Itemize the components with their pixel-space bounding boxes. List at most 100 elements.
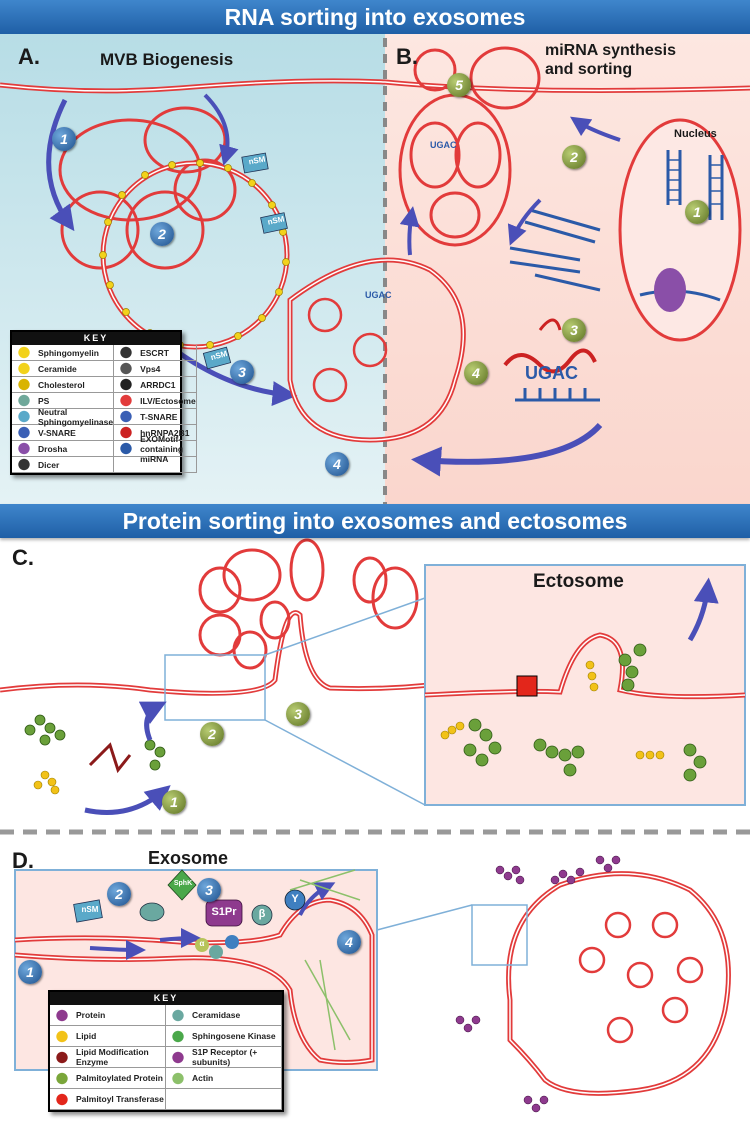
key-a-label: Neutral Sphingomyelinase xyxy=(38,406,114,427)
key-a-header: KEY xyxy=(12,332,180,345)
key-a-label: ARRDC1 xyxy=(140,379,176,390)
step-b-3: 3 xyxy=(562,318,586,342)
step-b-1: 1 xyxy=(685,200,709,224)
palmitoylated-icon xyxy=(52,1071,72,1085)
nsm-tags xyxy=(202,152,288,370)
step-b-4: 4 xyxy=(464,361,488,385)
ectosome-vesicles xyxy=(198,538,419,670)
key-a-label: EXOMotif-containing miRNA xyxy=(140,433,184,464)
arrow-step-4-b xyxy=(411,422,603,477)
step-c-2: 2 xyxy=(200,722,224,746)
step-c-1: 1 xyxy=(162,790,186,814)
step-d-1: 1 xyxy=(18,960,42,984)
nsm-icon xyxy=(14,410,34,423)
escrt-icon xyxy=(116,346,137,359)
key-a-item: Ceramide xyxy=(12,361,115,377)
key-d-label: Ceramidase xyxy=(192,1010,241,1020)
sphk-icon xyxy=(168,1029,188,1043)
key-d-label: Actin xyxy=(192,1073,214,1083)
key-a-label: ILV/Ectosome xyxy=(140,395,196,406)
key-a-item: hnRNPA2B1 xyxy=(114,425,197,441)
panel-b-letter: B. xyxy=(396,44,418,69)
key-d-item: Palmitoyl Transferase xyxy=(50,1089,166,1110)
lipid-chains-c xyxy=(33,660,665,795)
mirna-hairpins-b xyxy=(509,208,601,292)
key-d-item: Lipid xyxy=(50,1026,166,1047)
ugac-motif-label: UGAC xyxy=(525,363,578,383)
pri-mirna-hairpins xyxy=(639,150,724,302)
nsm-tag-d xyxy=(73,899,103,923)
nsm-label-d: nSM xyxy=(81,905,99,914)
s1pr-label: S1Pr xyxy=(211,906,237,918)
beta-label: β xyxy=(258,908,266,920)
actin-filaments-d xyxy=(289,869,361,1051)
sphingomyelin-icon xyxy=(14,346,34,359)
key-a-label: Dicer xyxy=(38,459,60,470)
ugac-motif-ilv-1: UGAC xyxy=(430,140,457,150)
step-b-2: 2 xyxy=(562,145,586,169)
ugac-motif-ilv-2: UGAC xyxy=(365,290,392,300)
key-d-item: Protein xyxy=(50,1005,166,1026)
key-a-item: PS xyxy=(12,393,115,409)
key-a-item: EXOMotif-containing miRNA xyxy=(114,434,197,464)
panel-c-letter: C. xyxy=(12,545,34,570)
step-d-4: 4 xyxy=(337,930,361,954)
arrdc1-icon xyxy=(116,378,137,391)
key-d-label: Palmitoylated Protein xyxy=(76,1073,163,1083)
ceramidase-icon xyxy=(168,1008,188,1022)
panel-a-title: MVB Biogenesis xyxy=(100,50,234,69)
zoom-box-d xyxy=(471,904,528,966)
key-a-item: Drosha xyxy=(12,441,115,457)
key-a-label: hnRNPA2B1 xyxy=(140,427,190,438)
key-a-item: ESCRT xyxy=(114,345,197,361)
key-d-item: Palmitoylated Protein xyxy=(50,1068,166,1089)
vsnare-icon xyxy=(14,426,34,439)
step-d-2: 2 xyxy=(107,882,131,906)
cholesterol-icon xyxy=(14,378,34,391)
purple-protein-chains-d xyxy=(455,855,621,1113)
panel-a-letter: A. xyxy=(18,44,40,69)
panel-b-title-line1: miRNA synthesis xyxy=(545,42,676,59)
sphingomyelin-dots xyxy=(99,159,290,349)
nucleus-label: Nucleus xyxy=(674,128,717,140)
ectosome-title: Ectosome xyxy=(533,571,624,592)
ceramide-icon xyxy=(14,362,34,375)
key-a-label: PS xyxy=(38,395,50,406)
ilv-vesicles-a xyxy=(307,297,388,403)
key-a-item: Vps4 xyxy=(114,361,197,377)
ps-icon xyxy=(14,394,34,407)
step-b-5: 5 xyxy=(447,73,471,97)
key-a-label: Ceramide xyxy=(38,363,77,374)
ceramidase-d xyxy=(139,902,165,922)
key-d-label: Sphingosene Kinase xyxy=(192,1031,276,1041)
step-a-2: 2 xyxy=(150,222,174,246)
step-c-3: 3 xyxy=(286,702,310,726)
key-a-item: Sphingomyelin xyxy=(12,345,115,361)
s1pr-subunit-alpha xyxy=(195,938,209,952)
alpha-label: α xyxy=(199,939,205,948)
tsnare-icon xyxy=(116,410,137,423)
lipid-enzyme-icon xyxy=(52,1050,72,1064)
key-d-item: Lipid Modification Enzyme xyxy=(50,1047,166,1068)
key-d-label: S1P Receptor (+ subunits) xyxy=(192,1047,258,1067)
key-d-label: Lipid Modification Enzyme xyxy=(76,1047,149,1067)
step-a-4: 4 xyxy=(325,452,349,476)
mirna-b-main xyxy=(515,388,600,402)
ectosome-inset xyxy=(424,564,746,806)
key-a-item: Cholesterol xyxy=(12,377,115,393)
arrow-up-b xyxy=(399,206,420,256)
step-d-3: 3 xyxy=(197,878,221,902)
ilvs-d xyxy=(578,911,704,1044)
arrow-to-mvb xyxy=(203,93,239,166)
key-d-item xyxy=(166,1089,282,1110)
protein-icon xyxy=(52,1008,72,1022)
drosha-icon xyxy=(14,442,34,455)
key-a-item: Dicer xyxy=(12,457,115,473)
key-d-label: Palmitoyl Transferase xyxy=(76,1094,164,1104)
key-a-item: Neutral Sphingomyelinase xyxy=(12,406,115,427)
gamma-label: Y xyxy=(291,893,299,905)
key-d-item: Actin xyxy=(166,1068,282,1089)
key-d-header: KEY xyxy=(50,992,282,1005)
